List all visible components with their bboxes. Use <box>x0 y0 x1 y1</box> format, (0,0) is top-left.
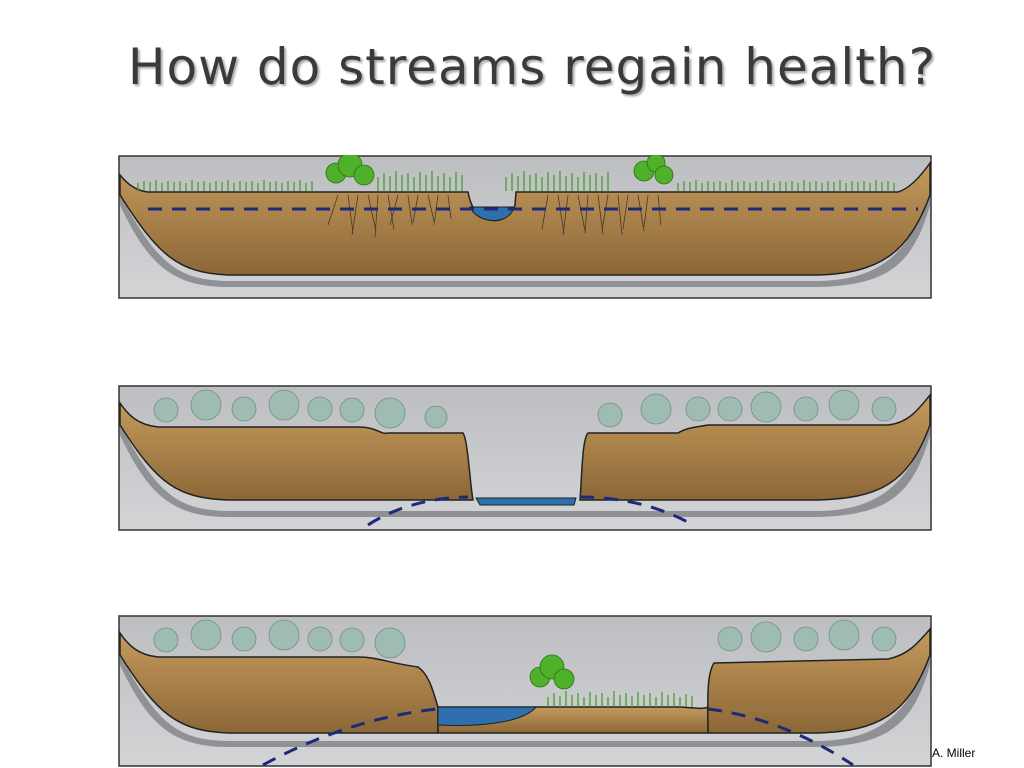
right-bank-soil <box>579 392 931 501</box>
grass-cover <box>137 171 895 191</box>
bedrock-rim <box>120 655 930 747</box>
slide-title: How do streams regain health? <box>127 38 937 96</box>
stream-water <box>475 497 577 506</box>
stage-2-incised-channel-diagram <box>118 385 932 531</box>
left-bank-soil <box>119 630 439 734</box>
left-bank-soil <box>119 400 474 501</box>
water-table-line <box>262 707 854 767</box>
right-bank-soil <box>707 626 931 734</box>
stream-water <box>437 706 538 726</box>
bedrock-rim <box>120 425 930 517</box>
bedrock-rim <box>120 195 930 287</box>
stage-3-recovering-channel-diagram <box>118 615 932 767</box>
grass-cover <box>547 691 693 707</box>
riparian-shrubs <box>153 619 897 659</box>
green-shrubs <box>529 654 575 690</box>
image-credit: A. Miller <box>932 746 976 760</box>
green-shrubs <box>325 155 674 186</box>
riparian-shrubs <box>153 389 897 429</box>
stage-1-healthy-floodplain-diagram <box>118 155 932 299</box>
soil-layer <box>119 160 931 276</box>
water-table-line <box>367 495 694 527</box>
stream-water <box>469 206 515 221</box>
